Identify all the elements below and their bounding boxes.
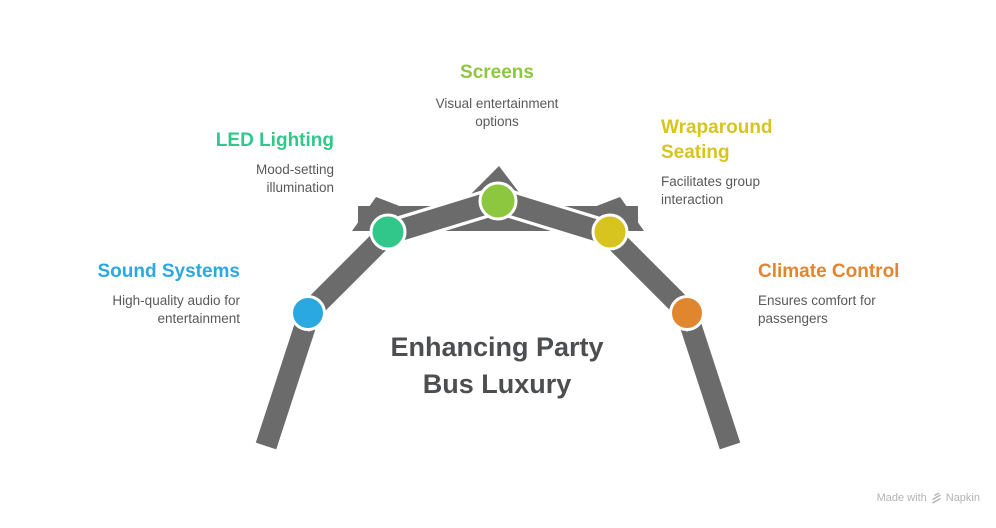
item-heading-screens: Screens: [460, 62, 534, 83]
arch-segments: [252, 183, 744, 451]
node-circle-led-lighting: [369, 213, 407, 251]
credit-line: Made with Napkin: [877, 492, 980, 504]
item-heading-led-lighting: LED Lighting: [215, 130, 334, 151]
node-circles: [290, 181, 705, 331]
node-circle-sound-systems: [290, 295, 326, 331]
item-description-sound-systems: High-quality audio for entertainment: [112, 293, 240, 326]
node-circle-wraparound: [591, 213, 629, 251]
item-description-climate-control: Ensures comfort for passengers: [758, 293, 876, 326]
item-description-led-lighting: Mood-setting illumination: [255, 162, 334, 195]
item-description-screens: Visual entertainment options: [435, 96, 559, 129]
credit-prefix: Made with: [876, 492, 927, 504]
node-circle-climate-control: [669, 295, 705, 331]
item-heading-wraparound-seating: Wraparound Seating: [661, 117, 773, 163]
page-title: Enhancing Party Bus Luxury: [390, 332, 604, 399]
item-heading-sound-systems: Sound Systems: [97, 261, 240, 282]
napkin-logo-icon: [931, 492, 941, 504]
credit-brand: Napkin: [945, 492, 980, 504]
item-heading-climate-control: Climate Control: [758, 261, 900, 282]
item-description-wraparound-seating: Facilitates group interaction: [661, 174, 761, 207]
node-circle-screens: [478, 181, 518, 221]
